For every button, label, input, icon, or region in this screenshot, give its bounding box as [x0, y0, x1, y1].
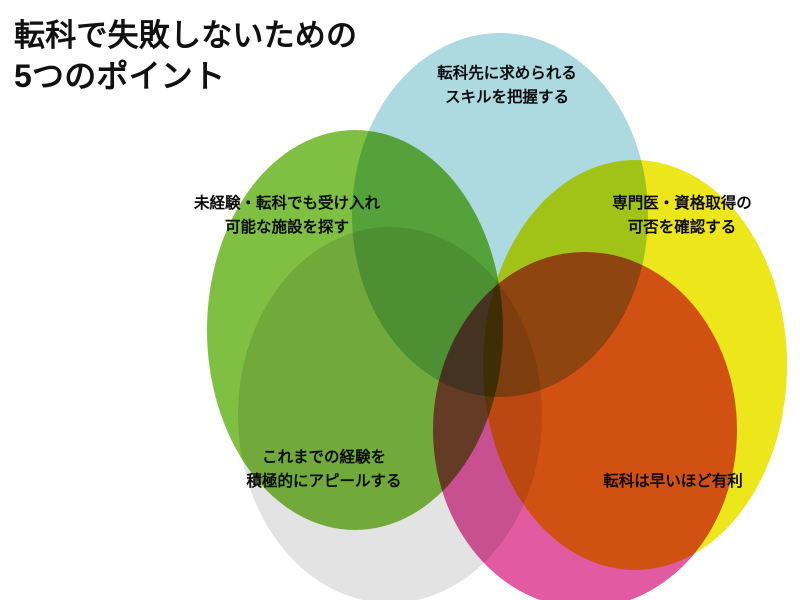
facility-circle-label-line-1: 未経験・転科でも受け入れ [193, 195, 380, 212]
skills-circle-label: 転科先に求められる スキルを把握する [396, 62, 618, 109]
experience-circle-label-line-1: これまでの経験を [261, 449, 386, 466]
qualification-circle-label-line-1: 専門医・資格取得の [612, 195, 752, 212]
qualification-circle-label-line-2: 可否を確認する [627, 218, 737, 236]
page-title-line-1: 転科で失敗しないための [14, 18, 358, 53]
page-title-line-2: 5つのポイント [14, 58, 226, 95]
facility-circle-label: 未経験・転科でも受け入れ 可能な施設を探す [152, 192, 422, 239]
experience-circle-label-line-2: 積極的にアピールする [246, 472, 402, 490]
timing-circle-label: 転科は早いほど有利 [560, 470, 786, 494]
qualification-circle-label: 専門医・資格取得の 可否を確認する [570, 192, 794, 239]
experience-circle-label: これまでの経験を 積極的にアピールする [196, 446, 452, 493]
timing-circle-label-line-1: 転科は早いほど有利 [603, 473, 743, 490]
facility-circle-label-line-2: 可能な施設を探す [224, 218, 349, 236]
timing-circle [433, 252, 737, 600]
skills-circle-label-line-1: 転科先に求められる [437, 65, 577, 82]
venn-circle-group [207, 33, 787, 600]
page-title: 転科で失敗しないための 5つのポイント [14, 16, 357, 98]
skills-circle-label-line-2: スキルを把握する [444, 88, 569, 106]
